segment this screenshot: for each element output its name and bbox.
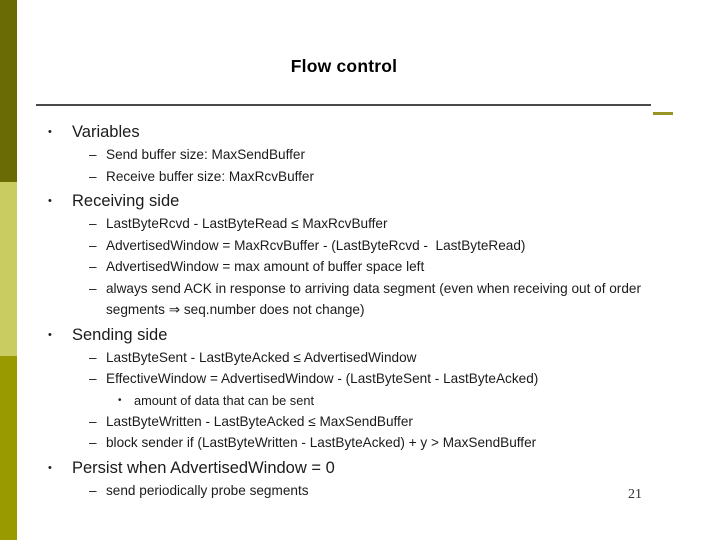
bullet-item-level1: • Persist when AdvertisedWindow = 0 bbox=[44, 457, 684, 480]
bullet-text: EffectiveWindow = AdvertisedWindow - (La… bbox=[106, 371, 539, 386]
bullet-marker-icon: – bbox=[89, 147, 97, 162]
bullet-item-level2: –always send ACK in response to arriving… bbox=[44, 278, 684, 321]
bullet-marker-icon: • bbox=[48, 461, 52, 474]
bullet-marker-icon: – bbox=[89, 237, 97, 253]
page-number: 21 bbox=[628, 487, 642, 502]
bullet-marker-icon: – bbox=[89, 216, 97, 231]
bullet-item-level2: –AdvertisedWindow = max amount of buffer… bbox=[44, 256, 684, 278]
bullet-text: always send ACK in response to arriving … bbox=[106, 280, 645, 318]
bullet-marker-icon: – bbox=[89, 482, 97, 498]
bullet-item-level2: –EffectiveWindow = AdvertisedWindow - (L… bbox=[44, 368, 684, 390]
bullet-item-level3: • amount of data that can be sent bbox=[44, 390, 684, 411]
bullet-marker-icon: – bbox=[89, 280, 97, 296]
bullet-text: amount of data that can be sent bbox=[134, 392, 314, 408]
bullet-text: send periodically probe segments bbox=[106, 482, 309, 498]
bullet-text: Variables bbox=[72, 123, 140, 141]
bullet-item-level2: –LastByteSent - LastByteAcked ≤ Advertis… bbox=[44, 347, 684, 369]
bullet-text: LastByteWritten - LastByteAcked ≤ MaxSen… bbox=[106, 413, 413, 429]
bullet-marker-icon: – bbox=[89, 435, 97, 450]
bullet-marker-icon: – bbox=[89, 413, 97, 429]
sidebar-band-middle bbox=[0, 182, 17, 356]
bullet-item-level2: –Send buffer size: MaxSendBuffer bbox=[44, 144, 684, 166]
bullet-marker-icon: • bbox=[48, 126, 52, 138]
title-divider bbox=[36, 104, 651, 106]
slide-title: Flow control bbox=[290, 56, 398, 76]
bullet-text: Receiving side bbox=[72, 192, 180, 210]
bullet-text: AdvertisedWindow = MaxRcvBuffer - (LastB… bbox=[106, 237, 526, 253]
bullet-marker-icon: • bbox=[48, 328, 52, 341]
bullet-list: •Variables–Send buffer size: MaxSendBuff… bbox=[44, 118, 684, 501]
bullet-item-level1: • Variables bbox=[44, 121, 684, 144]
accent-dash bbox=[653, 112, 673, 115]
bullet-marker-icon: • bbox=[48, 195, 52, 207]
bullet-item-level1: • Receiving side bbox=[44, 190, 684, 213]
bullet-item-level2: –LastByteWritten - LastByteAcked ≤ MaxSe… bbox=[44, 411, 684, 433]
bullet-text: Persist when AdvertisedWindow = 0 bbox=[72, 458, 335, 477]
bullet-marker-icon: – bbox=[89, 349, 97, 365]
bullet-text: Receive buffer size: MaxRcvBuffer bbox=[106, 168, 315, 184]
bullet-text: block sender if (LastByteWritten - LastB… bbox=[106, 435, 537, 450]
sidebar-band-top bbox=[0, 0, 17, 182]
bullet-item-level2: –block sender if (LastByteWritten - Last… bbox=[44, 432, 684, 454]
bullet-item-level2: –send periodically probe segments bbox=[44, 480, 684, 502]
bullet-text: Send buffer size: MaxSendBuffer bbox=[106, 147, 305, 162]
bullet-text: LastByteSent - LastByteAcked ≤ Advertise… bbox=[106, 349, 417, 365]
sidebar-band-bottom bbox=[0, 356, 17, 540]
bullet-text: Sending side bbox=[72, 325, 168, 344]
bullet-item-level2: –AdvertisedWindow = MaxRcvBuffer - (Last… bbox=[44, 235, 684, 257]
bullet-item-level2: –LastByteRcvd - LastByteRead ≤ MaxRcvBuf… bbox=[44, 213, 684, 235]
bullet-marker-icon: • bbox=[118, 394, 122, 406]
bullet-text: AdvertisedWindow = max amount of buffer … bbox=[106, 259, 425, 274]
bullet-marker-icon: – bbox=[89, 259, 97, 274]
bullet-item-level2: –Receive buffer size: MaxRcvBuffer bbox=[44, 166, 684, 188]
bullet-marker-icon: – bbox=[89, 168, 97, 184]
bullet-item-level1: • Sending side bbox=[44, 324, 684, 347]
bullet-marker-icon: – bbox=[89, 371, 97, 386]
bullet-text: LastByteRcvd - LastByteRead ≤ MaxRcvBuff… bbox=[106, 216, 388, 231]
